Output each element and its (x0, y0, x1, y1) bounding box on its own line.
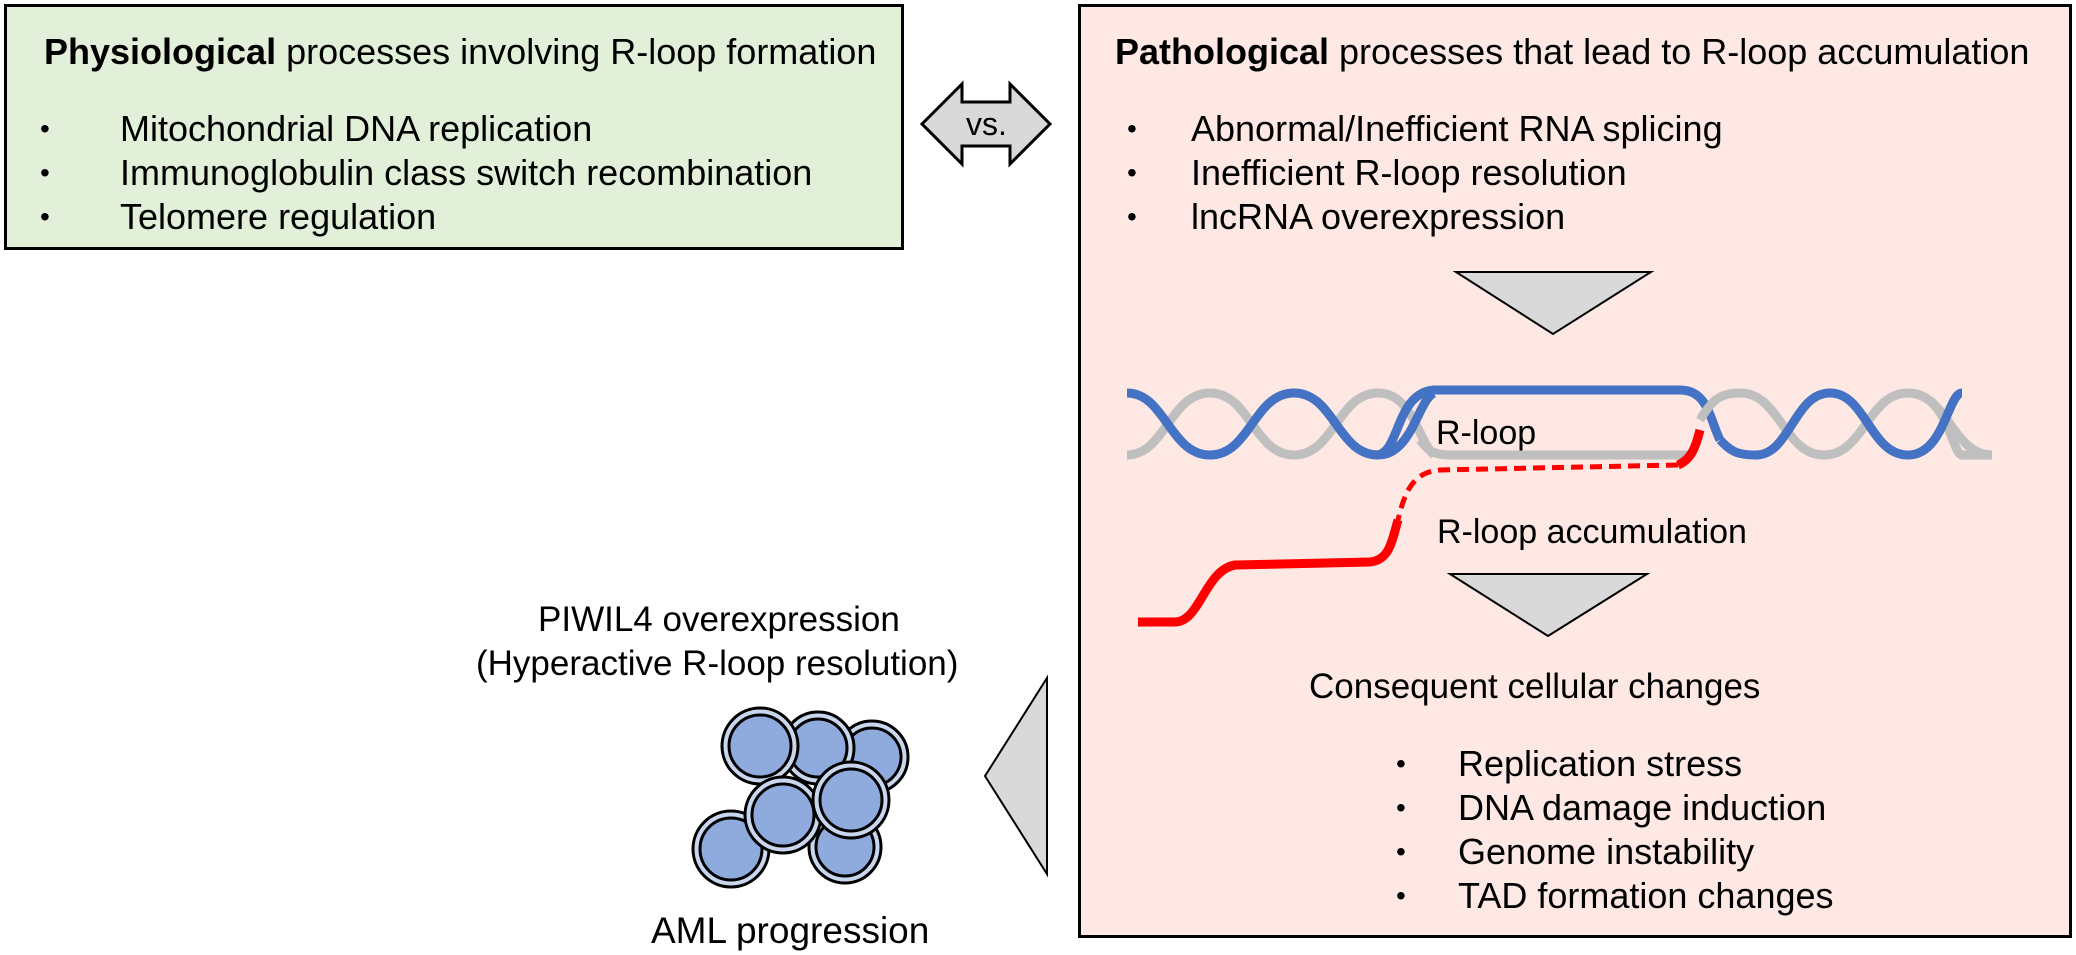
bullet: • (1396, 880, 1406, 911)
physiological-title: Physiological processes involving R-loop… (44, 34, 876, 70)
consequent-item-text: DNA damage induction (1458, 787, 1827, 828)
pathological-title-bold: Pathological (1115, 31, 1330, 72)
physiological-item-text: Mitochondrial DNA replication (120, 108, 593, 149)
bullet: • (1396, 792, 1406, 823)
physiological-item: • Immunoglobulin class switch recombinati… (40, 151, 812, 195)
pathological-list: • Abnormal/Inefficient RNA splicing • Inef… (1127, 107, 1723, 239)
cell (811, 760, 891, 840)
bullet: • (40, 157, 50, 188)
bullet: • (1127, 157, 1137, 188)
bullet: • (1396, 836, 1406, 867)
dna-helix-left (1126, 388, 1438, 460)
consequent-item-text: Genome instability (1458, 831, 1755, 872)
pathological-item-text: Abnormal/Inefficient RNA splicing (1191, 108, 1723, 149)
consequent-item: • TAD formation changes (1396, 874, 1834, 918)
consequent-title: Consequent cellular changes (1309, 667, 1761, 706)
consequent-item-text: Replication stress (1458, 743, 1743, 784)
bullet: • (1127, 113, 1137, 144)
pathological-item: • lncRNA overexpression (1127, 195, 1723, 239)
down-triangle-2 (1446, 573, 1651, 638)
consequent-item: • DNA damage induction (1396, 786, 1834, 830)
rloop-accumulation-label: R-loop accumulation (1437, 513, 1747, 551)
vs-label: vs. (966, 106, 1007, 142)
pathological-item: • Abnormal/Inefficient RNA splicing (1127, 107, 1723, 151)
rloop-label: R-loop (1436, 414, 1537, 452)
physiological-item: • Mitochondrial DNA replication (40, 107, 812, 151)
left-triangle (983, 674, 1048, 878)
rloop-top-strand (1375, 385, 1725, 460)
cell (720, 706, 800, 786)
physiological-title-rest: processes involving R-loop formation (276, 31, 877, 72)
dna-helix-right (1696, 388, 1993, 460)
piwil4-line1: PIWIL4 overexpression (538, 600, 900, 639)
physiological-title-bold: Physiological (44, 31, 277, 72)
vs-double-arrow (919, 80, 1053, 168)
aml-cell-cluster (691, 706, 910, 889)
pathological-title-rest: processes that lead to R-loop accumulati… (1329, 31, 2030, 72)
rloop-bottom-strand (1416, 437, 1690, 460)
physiological-item: • Telomere regulation (40, 195, 812, 239)
cell (743, 775, 823, 855)
physiological-item-text: Telomere regulation (120, 196, 437, 237)
pathological-item-text: Inefficient R-loop resolution (1191, 152, 1627, 193)
down-triangle-1 (1452, 271, 1655, 336)
aml-progression-label: AML progression (651, 910, 930, 951)
bullet: • (40, 201, 50, 232)
consequent-item: • Replication stress (1396, 742, 1834, 786)
pathological-item: • Inefficient R-loop resolution (1127, 151, 1723, 195)
dna-strand-gray (1126, 388, 1438, 460)
pathological-box: Pathological processes that lead to R-lo… (1078, 4, 2072, 938)
rna-strand-solid-top (1676, 428, 1705, 470)
bullet: • (40, 113, 50, 144)
dna-strand-blue (1126, 388, 1437, 460)
bullet: • (1396, 748, 1406, 779)
consequent-item: • Genome instability (1396, 830, 1834, 874)
physiological-box: Physiological processes involving R-loop… (4, 4, 904, 250)
consequent-list: • Replication stress • DNA damage inductio… (1396, 742, 1834, 918)
rna-strand-dashed (1395, 462, 1679, 521)
consequent-item-text: TAD formation changes (1458, 875, 1834, 916)
rna-strand-solid (1138, 518, 1403, 627)
physiological-list: • Mitochondrial DNA replication • Immunogl… (40, 107, 812, 239)
piwil4-line2: (Hyperactive R-loop resolution) (476, 644, 959, 683)
dna-strand-blue (1716, 388, 1964, 460)
bullet: • (1127, 201, 1137, 232)
physiological-item-text: Immunoglobulin class switch recombinatio… (120, 152, 813, 193)
pathological-item-text: lncRNA overexpression (1191, 196, 1566, 237)
pathological-title: Pathological processes that lead to R-lo… (1115, 34, 2029, 70)
